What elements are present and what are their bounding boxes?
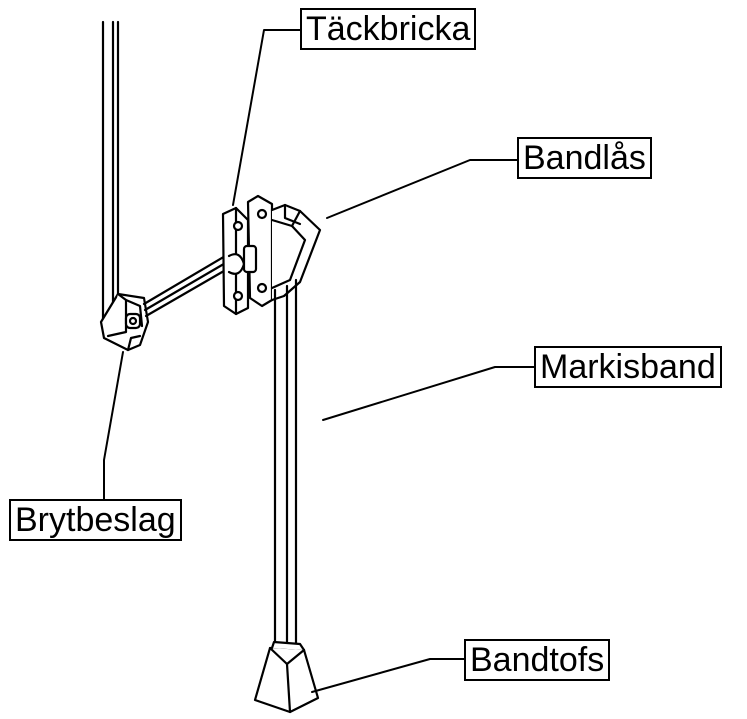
- awning-arm: [101, 20, 120, 327]
- band-tassel: [253, 640, 320, 714]
- connecting-bar: [142, 250, 238, 318]
- leader-lines: [103, 29, 537, 693]
- label-bandtofs: Bandtofs: [464, 639, 611, 681]
- band-lock: [242, 194, 322, 308]
- label-bandlas: Bandlås: [517, 137, 652, 179]
- label-tackbricka: Täckbricka: [300, 8, 477, 50]
- label-brytbeslag: Brytbeslag: [9, 499, 182, 541]
- label-markisband: Markisband: [534, 346, 722, 388]
- awning-band: [273, 278, 298, 652]
- cover-washer: [221, 206, 250, 316]
- folding-bracket: [99, 292, 150, 352]
